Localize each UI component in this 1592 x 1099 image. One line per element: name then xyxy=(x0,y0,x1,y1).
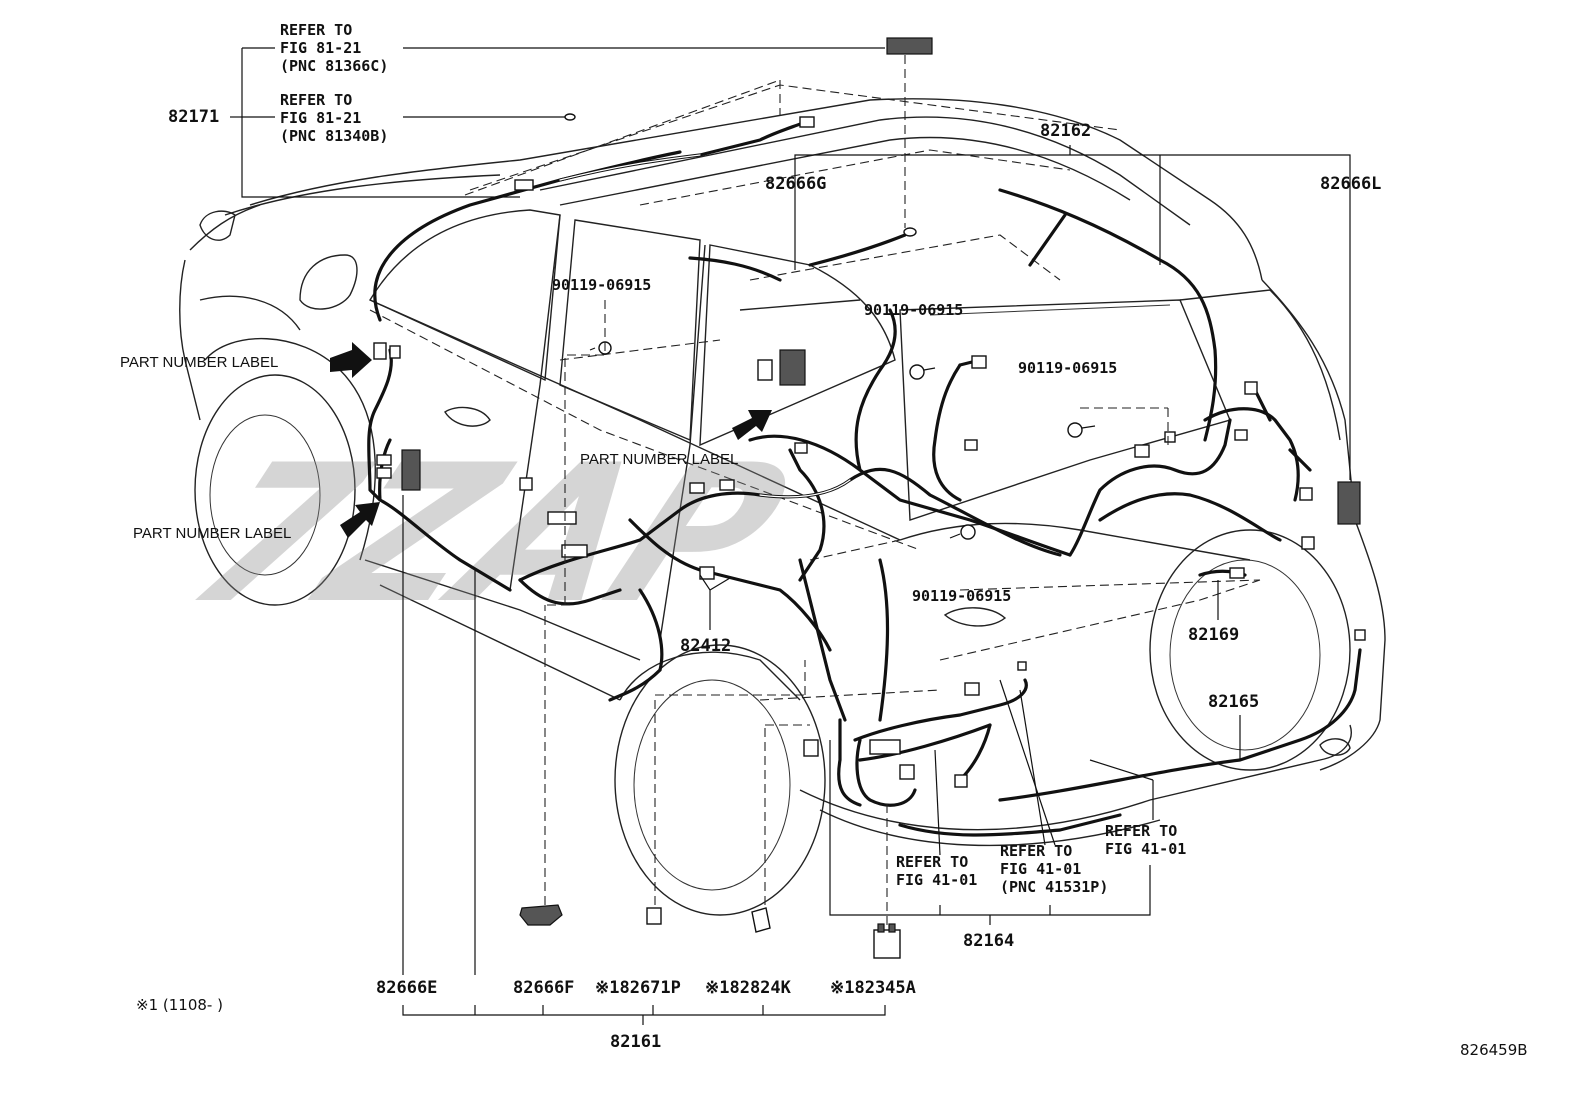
connector-icon xyxy=(719,479,735,491)
part-number-label-caption: PART NUMBER LABEL xyxy=(133,525,291,542)
watermark-text: 7ZAP xyxy=(159,424,818,645)
part-number-82164[interactable]: 82164 xyxy=(963,931,1014,951)
connector-icon xyxy=(964,439,978,451)
connector-icon xyxy=(376,467,392,479)
reference-label-line: REFER TO xyxy=(1000,842,1072,860)
reference-label-line: (PNC 81340B) xyxy=(280,127,388,145)
connector-icon xyxy=(1299,487,1313,501)
connector-icon xyxy=(1229,567,1245,579)
arrow-up-right-icon xyxy=(732,410,772,440)
labels: REFER TO FIG 81-21 (PNC 81366C) REFER TO… xyxy=(120,21,1528,1059)
reference-label-line: FIG 81-21 xyxy=(280,39,361,57)
part-number-82666L[interactable]: 82666L xyxy=(1320,174,1381,194)
part-82824K-icon xyxy=(751,907,771,933)
reference-label-line: REFER TO xyxy=(896,853,968,871)
part-number-82165[interactable]: 82165 xyxy=(1208,692,1259,712)
leader-lines xyxy=(230,47,1351,1025)
connector-icon xyxy=(514,179,534,191)
connector-icon xyxy=(1337,481,1361,525)
watermark: 7ZAP xyxy=(159,424,818,645)
connector-icon xyxy=(1354,629,1366,641)
clip-82666F-icon xyxy=(519,904,563,926)
part-number-82171[interactable]: 82171 xyxy=(168,107,219,127)
connector-icon xyxy=(547,511,577,525)
reference-label-line: REFER TO xyxy=(1105,822,1177,840)
bolt-part-number[interactable]: 90119-06915 xyxy=(1018,359,1117,377)
connector-icon xyxy=(1017,661,1027,671)
connector-icon xyxy=(564,113,576,121)
part-number-82345A[interactable]: ※182345A xyxy=(830,978,916,998)
connector-pin-icon xyxy=(888,923,896,933)
part-number-82169[interactable]: 82169 xyxy=(1188,625,1239,645)
reference-label-line: FIG 41-01 xyxy=(1000,860,1081,878)
connector-icon xyxy=(971,355,987,369)
roof-module-icon xyxy=(886,37,933,55)
connector-icon xyxy=(689,482,705,494)
footnote: ※1 (1108- ) xyxy=(136,996,223,1014)
connector-icon xyxy=(799,116,815,128)
connector-icon xyxy=(389,345,401,359)
connector-icon xyxy=(779,349,806,386)
connectors xyxy=(373,37,1366,959)
part-number-82824K[interactable]: ※182824K xyxy=(705,978,792,998)
reference-label-line: REFER TO xyxy=(280,91,352,109)
connector-icon xyxy=(401,449,421,491)
bolt-icon xyxy=(949,524,976,540)
part-82671P-icon xyxy=(646,907,662,925)
reference-label-line: (PNC 41531P) xyxy=(1000,878,1108,896)
diagram-id: 826459B xyxy=(1460,1041,1528,1059)
bolt-icon xyxy=(1067,422,1096,438)
connector-icon xyxy=(803,739,819,757)
bolt-icon xyxy=(589,341,612,355)
connector-icon xyxy=(1301,536,1315,550)
connector-icon xyxy=(794,442,808,454)
arrow-up-right-icon xyxy=(340,502,380,538)
part-number-82412[interactable]: 82412 xyxy=(680,636,731,656)
connector-icon xyxy=(869,739,901,755)
bolt-part-number[interactable]: 90119-06915 xyxy=(552,276,651,294)
connector-icon xyxy=(757,359,773,381)
bolt-icon xyxy=(909,364,936,380)
part-number-82666E[interactable]: 82666E xyxy=(376,978,437,998)
reference-label-line: (PNC 81366C) xyxy=(280,57,388,75)
connector-icon xyxy=(903,227,917,237)
part-number-82666G[interactable]: 82666G xyxy=(765,174,826,194)
bolt-part-number[interactable]: 90119-06915 xyxy=(864,301,963,319)
part-number-82162[interactable]: 82162 xyxy=(1040,121,1091,141)
connector-icon xyxy=(1164,431,1176,443)
part-number-82161[interactable]: 82161 xyxy=(610,1032,661,1052)
connector-icon xyxy=(1234,429,1248,441)
connector-icon xyxy=(1244,381,1258,395)
part-number-82671P[interactable]: ※182671P xyxy=(595,978,681,998)
connector-icon xyxy=(519,477,533,491)
connector-icon xyxy=(899,764,915,780)
part-number-label-caption: PART NUMBER LABEL xyxy=(580,451,738,468)
part-number-label-arrows xyxy=(330,342,772,538)
part-number-label-caption: PART NUMBER LABEL xyxy=(120,354,278,371)
part-number-82666F[interactable]: 82666F xyxy=(513,978,574,998)
wiring-harnesses xyxy=(367,118,1362,837)
connector-icon xyxy=(561,544,588,558)
connector-icon xyxy=(699,566,715,580)
connector-icon xyxy=(964,682,980,696)
reference-label-line: FIG 81-21 xyxy=(280,109,361,127)
bolt-part-number[interactable]: 90119-06915 xyxy=(912,587,1011,605)
reference-label-line: FIG 41-01 xyxy=(1105,840,1186,858)
arrow-right-icon xyxy=(330,342,372,378)
vehicle-body-outline xyxy=(179,84,1386,916)
connector-icon xyxy=(376,454,392,466)
reference-label-line: REFER TO xyxy=(280,21,352,39)
part-82345A-icon xyxy=(873,929,901,959)
connector-icon xyxy=(1134,444,1150,458)
connector-pin-icon xyxy=(877,923,885,933)
reference-label-line: FIG 41-01 xyxy=(896,871,977,889)
connector-icon xyxy=(373,342,387,360)
connector-icon xyxy=(954,774,968,788)
